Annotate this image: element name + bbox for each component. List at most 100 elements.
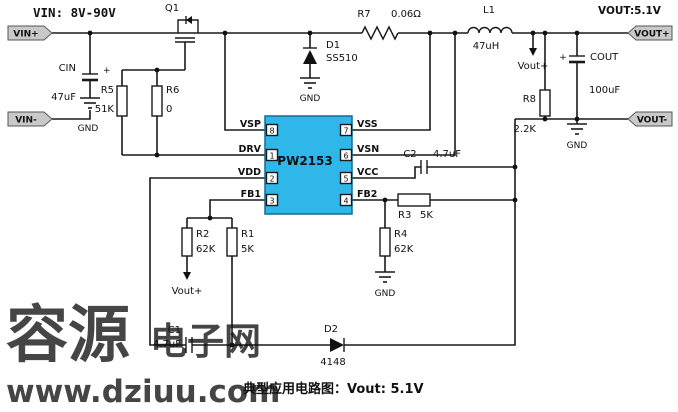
- gnd-label: GND: [375, 289, 396, 299]
- gnd-label: GND: [78, 124, 99, 134]
- vout-net-label: Vout+: [518, 61, 549, 72]
- resistor-r4: R4 62K: [379, 227, 414, 257]
- ic-name: PW2153: [277, 154, 332, 168]
- down-arrow-icon: [529, 48, 537, 56]
- pin-name-fb2: FB2: [357, 189, 377, 200]
- cin-value: 47uF: [51, 92, 76, 103]
- l1-value: 47uH: [473, 41, 500, 52]
- pin-name-vsn: VSN: [357, 144, 379, 155]
- terminal-shape: [7, 111, 53, 127]
- resistor-r6: R6 0: [151, 85, 179, 117]
- watermark-small: 电子网: [150, 320, 261, 363]
- r1-value: 5K: [241, 244, 254, 255]
- d2-ref: D2: [324, 324, 338, 335]
- resistor-r2: R2 62K: [181, 227, 216, 257]
- r6-value: 0: [166, 104, 172, 115]
- terminal-shape: [7, 25, 53, 41]
- gnd-label: GND: [567, 141, 588, 151]
- r5-value: 51K: [95, 104, 115, 115]
- diode-triangle: [330, 338, 344, 352]
- resistor-r1: R1 5K: [226, 227, 254, 257]
- r7-ref: R7: [357, 9, 370, 20]
- ic-pw2153: PW2153 8 1 2 3 7 6 5 4 VSP DRV VDD FB1 V…: [238, 115, 379, 215]
- diode-triangle: [303, 50, 317, 64]
- c2-ref: C2: [403, 149, 416, 160]
- gnd-label: GND: [300, 94, 321, 104]
- terminal-label: VIN+: [13, 30, 38, 40]
- resistor-r3: R3 5K: [397, 193, 433, 221]
- resistor-r5: R5 51K: [95, 85, 128, 117]
- pin-name-vcc: VCC: [357, 167, 378, 178]
- capacitor-cin: + CIN 47uF: [51, 63, 110, 103]
- vout-net-label: Vout+: [172, 286, 203, 297]
- r8-ref: R8: [523, 94, 536, 105]
- r4-value: 62K: [394, 244, 414, 255]
- cin-ref: CIN: [59, 63, 76, 74]
- pin-name-vdd: VDD: [238, 167, 261, 178]
- terminal-vout-minus: VOUT-: [627, 111, 673, 127]
- polarity-plus-icon: +: [559, 53, 567, 63]
- d2-value: 4148: [320, 357, 345, 368]
- ic-body: [264, 115, 353, 215]
- r2-ref: R2: [196, 229, 209, 240]
- gnd-symbol-cout: GND: [567, 123, 588, 151]
- vin-spec-label: VIN: 8V-90V: [33, 5, 116, 20]
- r5-ref: R5: [101, 85, 114, 96]
- pin-num: 3: [269, 197, 274, 206]
- pin-num: 2: [269, 175, 274, 184]
- watermark-url: www.dziuu.com: [6, 374, 280, 410]
- r8-value: 2.2K: [514, 124, 537, 135]
- net-flag-vout-top: Vout+: [518, 48, 549, 72]
- pin-name-drv: DRV: [238, 144, 261, 155]
- c1-value: 4.7uF: [153, 339, 181, 350]
- terminal-label: VIN-: [15, 116, 37, 126]
- pin-name-vsp: VSP: [240, 119, 261, 130]
- gnd-symbol-d1: GND: [300, 77, 321, 104]
- r1-ref: R1: [241, 229, 254, 240]
- down-arrow-icon: [183, 272, 191, 280]
- pin-num: 1: [269, 152, 274, 161]
- resistor-r7: R7 0.06Ω: [357, 9, 421, 41]
- resistor-r8: R8 2.2K: [514, 89, 551, 135]
- terminal-vout-plus: VOUT+: [627, 25, 673, 41]
- diode-d1: D1 SS510: [303, 40, 358, 64]
- r3-value: 5K: [420, 210, 433, 221]
- inductor-l1: L1 47uH: [467, 5, 513, 52]
- watermark-big: 容源: [6, 298, 130, 371]
- pin-num: 7: [343, 127, 348, 136]
- body-diode-icon: [186, 16, 192, 24]
- c2-value: 4.7uF: [433, 149, 461, 160]
- wires: [52, 32, 628, 346]
- polarity-plus-icon: +: [103, 66, 111, 76]
- vout-spec-label: VOUT:5.1V: [598, 5, 662, 17]
- cout-value: 100uF: [589, 85, 620, 96]
- terminal-vin-minus: VIN-: [7, 111, 53, 127]
- capacitor-c1: C1 4.7uF: [153, 325, 193, 353]
- caption: 典型应用电路图：Vout: 5.1V: [243, 381, 424, 397]
- terminal-label: VOUT-: [637, 116, 668, 126]
- junction-dots: [87, 30, 580, 348]
- watermark: 容源 电子网 www.dziuu.com: [6, 298, 280, 410]
- pin-name-fb1: FB1: [241, 189, 261, 200]
- r4-ref: R4: [394, 229, 407, 240]
- d1-ref: D1: [326, 40, 340, 51]
- terminal-shape: [627, 111, 673, 127]
- pin-num: 8: [269, 127, 274, 136]
- r3-ref: R3: [398, 210, 411, 221]
- l1-ref: L1: [483, 5, 495, 16]
- diode-d2: D2 4148: [320, 324, 345, 368]
- pin-name-vss: VSS: [357, 119, 378, 130]
- gnd-symbol-r4: GND: [375, 271, 396, 299]
- terminal-label: VOUT+: [634, 30, 669, 40]
- gnd-symbol-cin: GND: [78, 97, 100, 134]
- d1-value: SS510: [326, 53, 358, 64]
- cout-ref: COUT: [590, 52, 619, 63]
- terminal-vin-plus: VIN+: [7, 25, 53, 41]
- q1-ref: Q1: [165, 3, 179, 14]
- c1-ref: C1: [168, 325, 181, 336]
- net-flag-vout-bottom: Vout+: [172, 272, 203, 297]
- capacitor-c2: C2 4.7uF: [403, 149, 461, 174]
- r7-value: 0.06Ω: [391, 9, 421, 20]
